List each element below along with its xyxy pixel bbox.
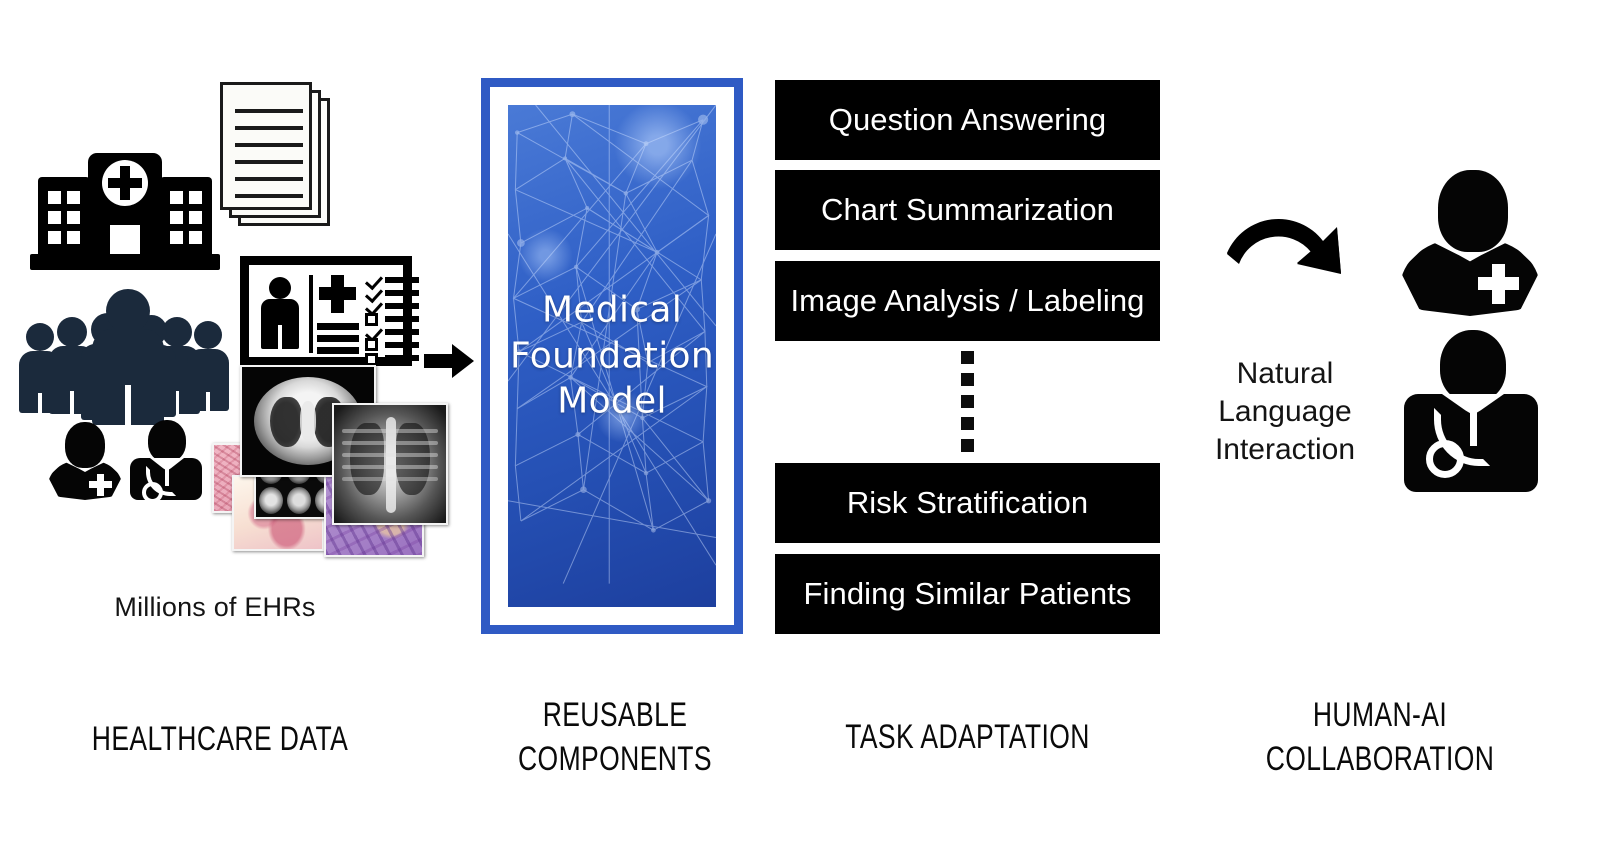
nurse-icon bbox=[48, 422, 122, 500]
ellipsis-dot bbox=[961, 373, 974, 386]
task-adaptation-column: Question Answering Chart Summarization I… bbox=[775, 80, 1160, 634]
ellipsis-dot bbox=[961, 351, 974, 364]
nurse-icon bbox=[1400, 170, 1540, 320]
task-label: Chart Summarization bbox=[820, 192, 1115, 227]
human-ai-column: Natural Language Interaction bbox=[1190, 150, 1600, 550]
chest-xray-image bbox=[332, 403, 448, 525]
task-box-question-answering[interactable]: Question Answering bbox=[775, 80, 1160, 160]
cycle-arrows-icon bbox=[1205, 212, 1355, 357]
natural-language-interaction-label: Natural Language Interaction bbox=[1214, 357, 1356, 467]
ellipsis-dot bbox=[961, 439, 974, 452]
task-label: Risk Stratification bbox=[846, 485, 1089, 520]
task-label: Finding Similar Patients bbox=[803, 576, 1132, 611]
medical-images-icon bbox=[212, 365, 448, 557]
task-box-risk-stratification[interactable]: Risk Stratification bbox=[775, 463, 1160, 543]
neural-network-texture-icon bbox=[508, 105, 716, 584]
ellipsis-dot bbox=[961, 395, 974, 408]
column-caption-human-ai-collaboration: HUMAN-AI COLLABORATION bbox=[1265, 696, 1495, 778]
crowd-icon bbox=[12, 285, 237, 427]
task-label: Image Analysis / Labeling bbox=[790, 283, 1145, 318]
column-caption-reusable-components: REUSABLE COMPONENTS bbox=[518, 696, 712, 778]
doctor-icon bbox=[128, 420, 204, 503]
mfm-label: Medical Foundation Model bbox=[510, 289, 714, 422]
hospital-icon bbox=[30, 135, 220, 270]
task-label: Question Answering bbox=[828, 102, 1107, 137]
medical-foundation-model-box[interactable]: Medical Foundation Model bbox=[481, 78, 743, 634]
column-caption-healthcare-data: HEALTHCARE DATA bbox=[91, 720, 349, 758]
task-box-chart-summarization[interactable]: Chart Summarization bbox=[775, 170, 1160, 250]
mfm-network-texture: Medical Foundation Model bbox=[508, 105, 716, 607]
task-box-image-analysis-labeling[interactable]: Image Analysis / Labeling bbox=[775, 261, 1160, 341]
documents-stack-icon bbox=[218, 76, 343, 251]
patient-chart-icon bbox=[240, 256, 419, 366]
doctor-icon bbox=[1402, 330, 1542, 495]
flow-arrow-icon bbox=[424, 344, 486, 378]
healthcare-data-column bbox=[0, 60, 460, 640]
task-box-finding-similar-patients[interactable]: Finding Similar Patients bbox=[775, 554, 1160, 634]
task-ellipsis bbox=[775, 348, 1160, 456]
column-caption-task-adaptation: TASK ADAPTATION bbox=[845, 718, 1090, 756]
millions-of-ehrs-label: Millions of EHRs bbox=[114, 592, 316, 622]
ellipsis-dot bbox=[961, 417, 974, 430]
cycle-arrows-svg bbox=[1227, 218, 1341, 274]
